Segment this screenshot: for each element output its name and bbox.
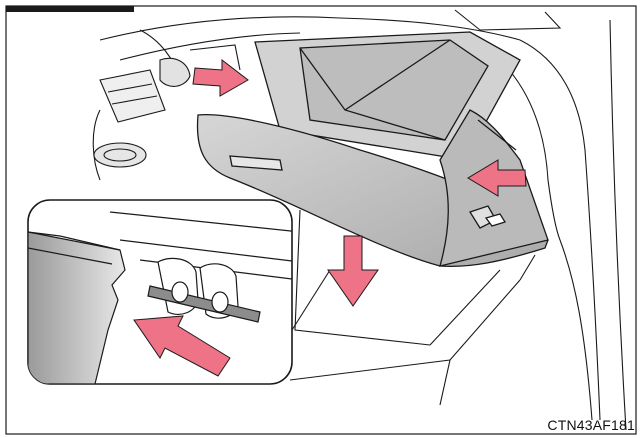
- arrow-right-icon: [193, 60, 248, 96]
- inset-detail: [28, 200, 300, 384]
- figure-code: CTN43AF181: [547, 417, 635, 433]
- top-left-tab: [6, 6, 134, 12]
- arrow-down-icon: [328, 236, 378, 306]
